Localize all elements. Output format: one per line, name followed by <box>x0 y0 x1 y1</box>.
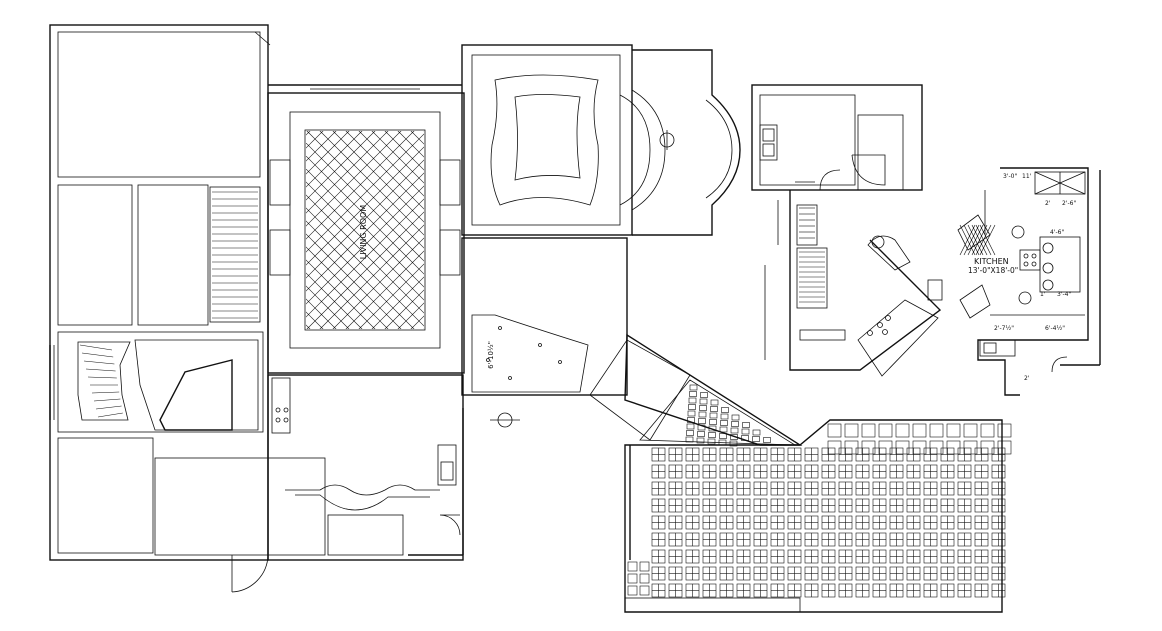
kitchen-plan-a <box>751 84 943 377</box>
kitchen-size: 13'-0"X18'-0" <box>968 266 1018 275</box>
dim-label-2: 11' <box>1022 173 1032 180</box>
west-wing <box>49 24 326 593</box>
lower-center <box>267 374 464 561</box>
dim-label-10: 2' <box>1024 375 1030 382</box>
patio <box>624 379 1012 613</box>
central-hall: 6'-10½" <box>461 237 628 428</box>
dim-label-7: 2'-7½" <box>994 325 1014 332</box>
cooktop-icon <box>1019 249 1041 271</box>
dim-label-6: 3'-4" <box>1057 291 1071 298</box>
closet-west-b <box>137 184 209 326</box>
dim-label-8: 6'-4½" <box>1045 325 1065 332</box>
closet-west-a <box>57 184 133 326</box>
west-outer-wall <box>49 24 269 561</box>
dim-label-9: 1' <box>1040 291 1046 298</box>
kitchen-title: KITCHEN <box>974 257 1009 266</box>
sink-icon <box>979 339 1016 357</box>
dim-label-3: 2' <box>1045 200 1051 207</box>
sink-icon <box>437 444 457 486</box>
dim-label-5: 4'-6" <box>1050 229 1064 236</box>
family-room-west <box>57 331 264 433</box>
bedroom-north <box>57 31 261 178</box>
bay-room <box>632 49 741 236</box>
ceiling-dimension: 6'-10½" <box>487 341 495 369</box>
living-room: LIVING ROOM <box>267 92 465 374</box>
dining-room <box>461 44 675 236</box>
kitchen-plan-b: KITCHEN 13'-0"X18'-0" 3'-0" 11' 2' 2'-6"… <box>957 167 1101 396</box>
cooktop-icon <box>271 377 291 434</box>
door-swing-icon <box>231 554 269 593</box>
bedroom-sw <box>57 437 154 554</box>
dim-label-4: 2'-6" <box>1062 200 1076 207</box>
spiral-stair-icon <box>77 341 131 421</box>
carpet-hatch <box>306 131 424 329</box>
dim-label-1: 3'-0" <box>1003 173 1017 180</box>
wall-stubs <box>268 84 631 560</box>
sink-icon <box>759 124 778 161</box>
stair-icon <box>209 186 261 323</box>
living-room-label: LIVING ROOM <box>359 205 368 260</box>
